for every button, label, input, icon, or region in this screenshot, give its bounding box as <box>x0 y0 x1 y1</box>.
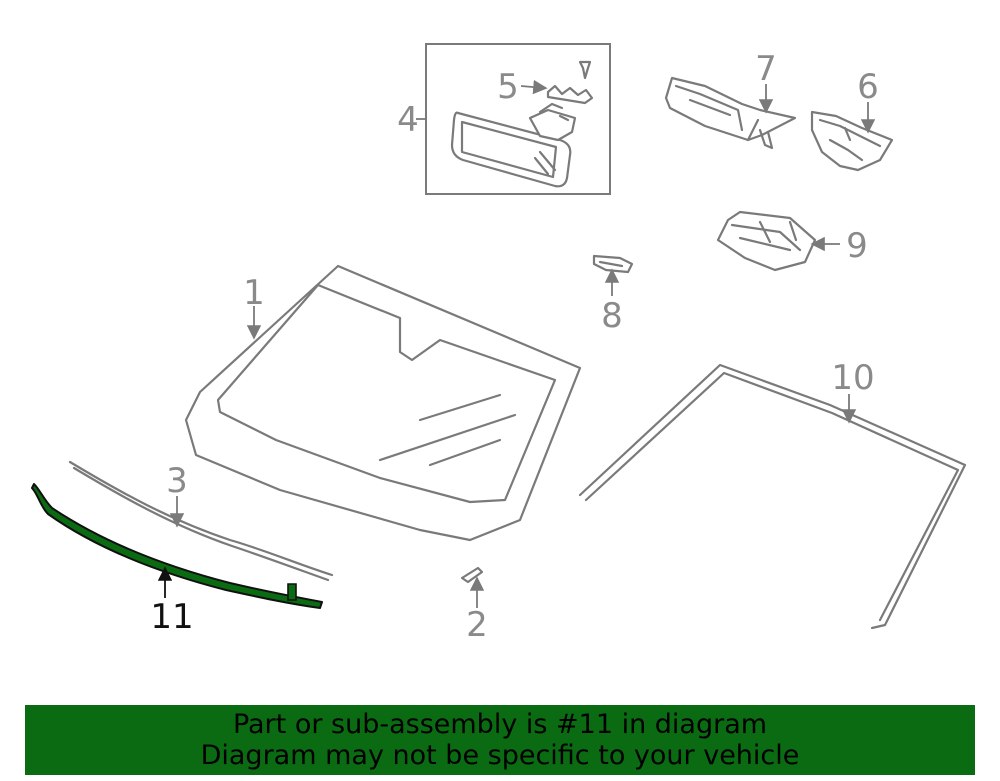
lower-molding <box>68 460 334 582</box>
mirror-bracket <box>546 84 594 105</box>
windshield-glass <box>184 264 582 542</box>
mirror-box <box>416 43 611 195</box>
rear-view-mirror <box>450 102 577 188</box>
small-clip <box>460 566 484 584</box>
callout-2: 2 <box>466 605 488 645</box>
callout-4: 4 <box>397 100 419 140</box>
leader-5 <box>520 79 548 95</box>
callout-11: 11 <box>150 597 193 637</box>
callout-10: 10 <box>831 358 874 398</box>
callout-8: 8 <box>601 296 623 336</box>
callout-9: 9 <box>846 226 868 266</box>
highlighted-part-11 <box>31 483 323 609</box>
info-banner: Part or sub-assembly is #11 in diagram D… <box>25 705 975 775</box>
callout-3: 3 <box>166 461 188 501</box>
callout-1: 1 <box>243 273 265 313</box>
banner-line-2: Diagram may not be specific to your vehi… <box>200 740 800 771</box>
banner-line-1: Part or sub-assembly is #11 in diagram <box>232 709 768 740</box>
frame-molding <box>578 363 967 630</box>
sensor-housing <box>664 76 797 150</box>
clip <box>592 254 634 274</box>
callout-6: 6 <box>857 67 879 107</box>
callout-5: 5 <box>497 67 519 107</box>
callout-7: 7 <box>755 49 777 89</box>
cover <box>810 110 894 172</box>
camera-bracket <box>716 210 817 272</box>
screw <box>578 60 592 80</box>
